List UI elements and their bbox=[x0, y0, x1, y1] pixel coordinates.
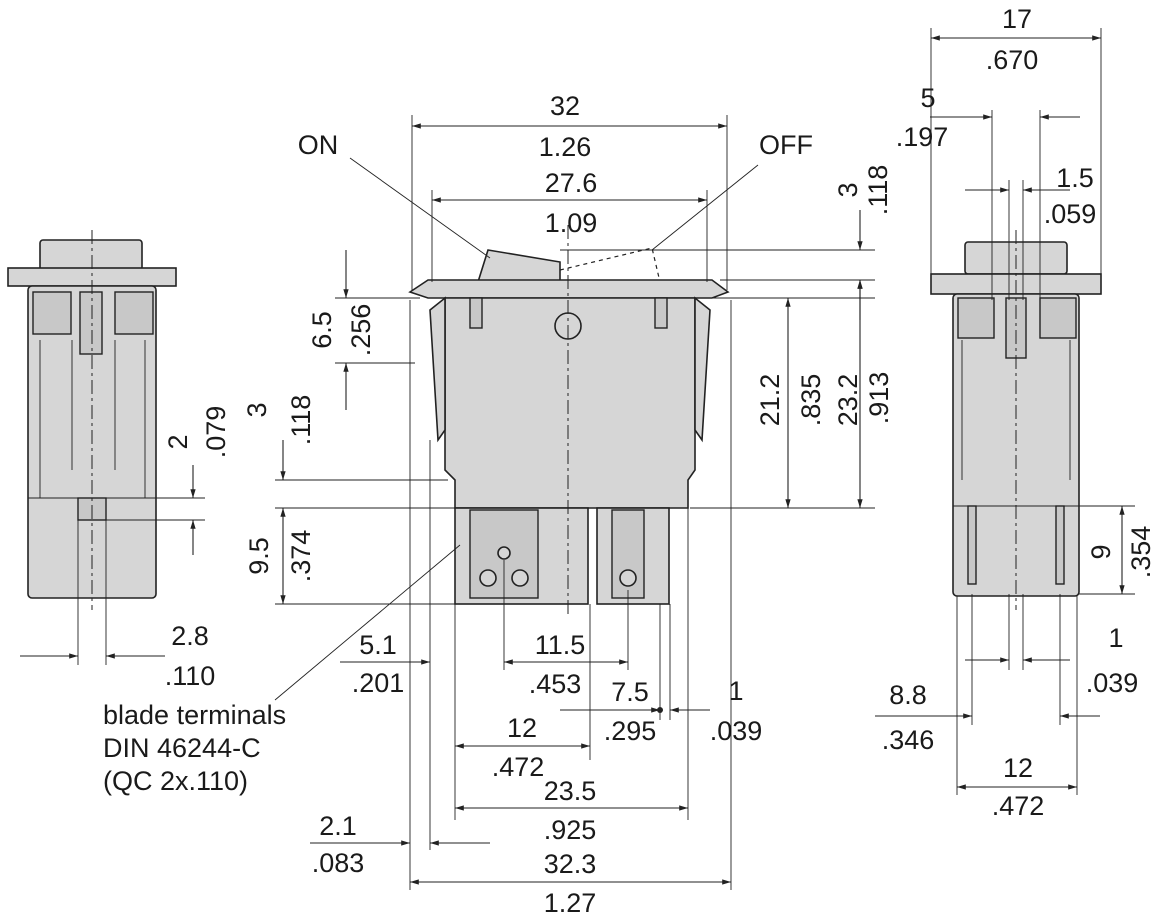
dim-12-in: .472 bbox=[492, 752, 545, 782]
dim-12: 12 bbox=[507, 713, 537, 743]
dim-9-5-in: .374 bbox=[286, 530, 316, 583]
right-side-view bbox=[930, 230, 1102, 610]
dim-5-1-in: .201 bbox=[352, 668, 405, 698]
terminal-note: blade terminals DIN 46244-C (QC 2x.110) bbox=[103, 700, 286, 796]
dim-2: 2 bbox=[163, 434, 193, 449]
dim-r-8-8-in: .346 bbox=[882, 725, 935, 755]
dim-2-8: 2.8 bbox=[171, 621, 209, 651]
dim-27-6-in: 1.09 bbox=[545, 208, 598, 238]
dim-r-8-8: 8.8 bbox=[889, 680, 927, 710]
dim-27-6: 27.6 bbox=[545, 168, 598, 198]
dim-r-17: 17 bbox=[1002, 4, 1032, 34]
dim-r-9-in: .354 bbox=[1126, 526, 1156, 579]
dim-r-12: 12 bbox=[1003, 753, 1033, 783]
dim-23-2-in: .913 bbox=[864, 372, 894, 425]
label-off: OFF bbox=[759, 130, 813, 160]
dim-2-in: .079 bbox=[201, 406, 231, 459]
dim-rocker-3-in: .118 bbox=[863, 165, 893, 216]
dim-2-1-in: .083 bbox=[312, 848, 365, 878]
left-side-view bbox=[7, 230, 177, 610]
dim-32-in: 1.26 bbox=[539, 132, 592, 162]
dim-11-5: 11.5 bbox=[535, 630, 586, 660]
dim-2-1: 2.1 bbox=[319, 811, 357, 841]
dim-r-1-5-in: .059 bbox=[1044, 199, 1097, 229]
dim-r-9: 9 bbox=[1086, 544, 1116, 559]
dim-r-1-5: 1.5 bbox=[1056, 163, 1094, 193]
dim-r-5: 5 bbox=[920, 83, 935, 113]
dim-1-in: .039 bbox=[710, 716, 763, 746]
dim-r-1: 1 bbox=[1108, 623, 1123, 653]
label-on: ON bbox=[298, 130, 339, 160]
dim-2-8-in: .110 bbox=[165, 661, 216, 691]
dim-21-2-in: .835 bbox=[796, 374, 826, 427]
dim-21-2: 21.2 bbox=[755, 374, 785, 427]
dim-r-5-in: .197 bbox=[896, 122, 949, 152]
note-line-3: (QC 2x.110) bbox=[103, 766, 248, 796]
dim-3-in: .118 bbox=[286, 395, 316, 446]
note-line-1: blade terminals bbox=[103, 700, 286, 730]
dim-23-5: 23.5 bbox=[544, 776, 597, 806]
front-view bbox=[408, 225, 730, 615]
dim-7-5: 7.5 bbox=[611, 677, 649, 707]
dimension-labels: ON OFF 32 1.26 27.6 1.09 3 .118 6.5 .256… bbox=[163, 4, 1156, 918]
dim-3: 3 bbox=[242, 402, 272, 417]
dim-rocker-3: 3 bbox=[833, 182, 863, 197]
dim-32: 32 bbox=[550, 91, 580, 121]
dim-5-1: 5.1 bbox=[359, 630, 397, 660]
dimension-lines bbox=[20, 28, 1135, 890]
dim-23-5-in: .925 bbox=[544, 815, 597, 845]
dim-6-5-in: .256 bbox=[346, 304, 376, 357]
dim-r-12-in: .472 bbox=[992, 791, 1045, 821]
dim-11-5-in: .453 bbox=[529, 669, 582, 699]
note-line-2: DIN 46244-C bbox=[103, 733, 261, 763]
dim-32-3: 32.3 bbox=[544, 849, 597, 879]
dim-r-17-in: .670 bbox=[986, 45, 1039, 75]
dim-r-1-in: .039 bbox=[1086, 668, 1139, 698]
dim-9-5: 9.5 bbox=[244, 537, 274, 575]
dim-1: 1 bbox=[728, 676, 743, 706]
dim-32-3-in: 1.27 bbox=[544, 888, 597, 918]
dim-6-5: 6.5 bbox=[307, 311, 337, 349]
dim-23-2: 23.2 bbox=[833, 374, 863, 427]
dim-7-5-in: .295 bbox=[604, 716, 657, 746]
